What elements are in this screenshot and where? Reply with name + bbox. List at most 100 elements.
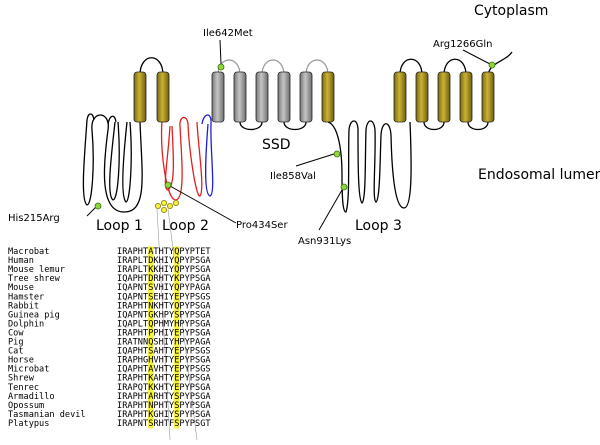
alignment-residue: M xyxy=(164,319,169,329)
alignment-residue: I xyxy=(117,328,122,338)
loop-3-strand xyxy=(327,120,412,213)
alignment-residue: P xyxy=(133,265,138,275)
alignment-residue: A xyxy=(127,365,133,375)
transmembrane-helices xyxy=(133,71,495,123)
alignment-residue: S xyxy=(195,292,200,302)
alignment-residue: N xyxy=(138,338,143,348)
alignment-residue: L xyxy=(138,265,143,275)
alignment-residue: P xyxy=(153,319,158,329)
alignment-residue: A xyxy=(127,347,133,357)
alignment-residue: T xyxy=(143,347,148,357)
loop-2-blue-strand xyxy=(201,114,214,197)
alignment-residue: H xyxy=(138,392,143,402)
alignment-species: Shrew xyxy=(8,374,35,384)
alignment-residue: P xyxy=(133,347,138,357)
helix-tm12 xyxy=(459,71,473,123)
alignment-species: Platypus xyxy=(8,419,49,429)
alignment-residue: G xyxy=(200,383,205,393)
alignment-residue: G xyxy=(200,328,205,338)
alignment-residue: S xyxy=(174,401,179,411)
alignment-residue: Y xyxy=(185,265,191,275)
alignment-residue: H xyxy=(159,283,164,293)
alignment-species: Tenrec xyxy=(8,383,39,393)
alignment-residue: H xyxy=(159,419,164,429)
alignment-residue: Y xyxy=(169,301,175,311)
alignment-residue: T xyxy=(133,338,138,348)
alignment-residue: T xyxy=(153,247,158,257)
alignment-residue: Q xyxy=(148,338,153,348)
helix-tm11 xyxy=(437,71,451,123)
alignment-residue: G xyxy=(200,365,205,375)
alignment-residue: R xyxy=(122,338,128,348)
alignment-residue: A xyxy=(205,274,211,284)
alignment-residue: I xyxy=(117,301,122,311)
alignment-residue: S xyxy=(148,347,153,357)
alignment-residue: A xyxy=(205,283,211,293)
alignment-residue: H xyxy=(138,356,143,366)
mutation-label-arg1266gln: Arg1266Gln xyxy=(433,39,492,50)
highlight-column-2 xyxy=(173,246,180,429)
alignment-residue: R xyxy=(122,301,128,311)
alignment-residue: T xyxy=(164,419,169,429)
alignment-residue: Q xyxy=(122,365,127,375)
alignment-residue: E xyxy=(174,383,179,393)
alignment-residue: T xyxy=(164,301,169,311)
alignment-residue: P xyxy=(190,410,195,420)
alignment-residue: R xyxy=(153,419,159,429)
alignment-residue: P xyxy=(190,256,195,266)
alignment-species: Tree shrew xyxy=(8,274,61,284)
alignment-residue: Q xyxy=(174,256,179,266)
alignment-residue: Y xyxy=(185,410,191,420)
alignment-species: Mouse xyxy=(8,283,34,293)
alignment-residue: K xyxy=(148,265,154,275)
alignment-residue: T xyxy=(143,383,148,393)
alignment-residue: Y xyxy=(169,356,175,366)
mutation-dot-asn931lys xyxy=(340,183,348,191)
alignment-residue: P xyxy=(179,365,184,375)
alignment-residue: A xyxy=(127,283,133,293)
alignment-residue: N xyxy=(138,283,143,293)
alignment-residue: A xyxy=(127,301,133,311)
alignment-residue: S xyxy=(195,301,200,311)
alignment-residue: P xyxy=(190,365,195,375)
alignment-residue: H xyxy=(159,365,164,375)
alignment-residue: N xyxy=(138,310,143,320)
alignment-residue: S xyxy=(195,410,200,420)
alignment-residue: E xyxy=(174,374,179,384)
helix-tm9 xyxy=(393,71,407,123)
alignment-residue: S xyxy=(195,310,200,320)
alignment-residue: I xyxy=(164,410,169,420)
alignment-residue: I xyxy=(117,338,122,348)
alignment-residue: H xyxy=(159,328,164,338)
alignment-residue: I xyxy=(117,310,122,320)
alignment-residue: L xyxy=(138,319,143,329)
alignment-species: Cat xyxy=(8,347,24,357)
alignment-residue: P xyxy=(133,356,138,366)
alignment-residue: I xyxy=(117,419,122,429)
alignment-residue: Y xyxy=(169,338,175,348)
alignment-residue: T xyxy=(164,365,169,375)
alignment-residue: S xyxy=(205,347,210,357)
alignment-residue: K xyxy=(148,374,154,384)
alignment-residue: P xyxy=(133,301,138,311)
alignment-residue: G xyxy=(200,392,205,402)
alignment-residue: P xyxy=(133,383,138,393)
alignment-residue: G xyxy=(200,283,205,293)
alignment-residue: P xyxy=(133,374,138,384)
alignment-residue: A xyxy=(148,365,154,375)
alignment-residue: Y xyxy=(185,374,191,384)
alignment-residue: P xyxy=(190,419,195,429)
alignment-residue: T xyxy=(143,256,148,266)
alignment-residue: S xyxy=(195,365,200,375)
alignment-residue: A xyxy=(205,374,211,384)
alignment-residue: V xyxy=(153,283,158,293)
alignment-residue: P xyxy=(179,301,184,311)
alignment-residue: G xyxy=(200,374,205,384)
helix-tm8 xyxy=(321,71,335,123)
alignment-residue: I xyxy=(117,401,122,411)
alignment-residue: Y xyxy=(169,292,175,302)
alignment-residue: H xyxy=(174,319,179,329)
mutation-label-asn931lys: Asn931Lys xyxy=(298,236,351,247)
alignment-residue: P xyxy=(190,383,195,393)
alignment-residue: P xyxy=(179,292,184,302)
